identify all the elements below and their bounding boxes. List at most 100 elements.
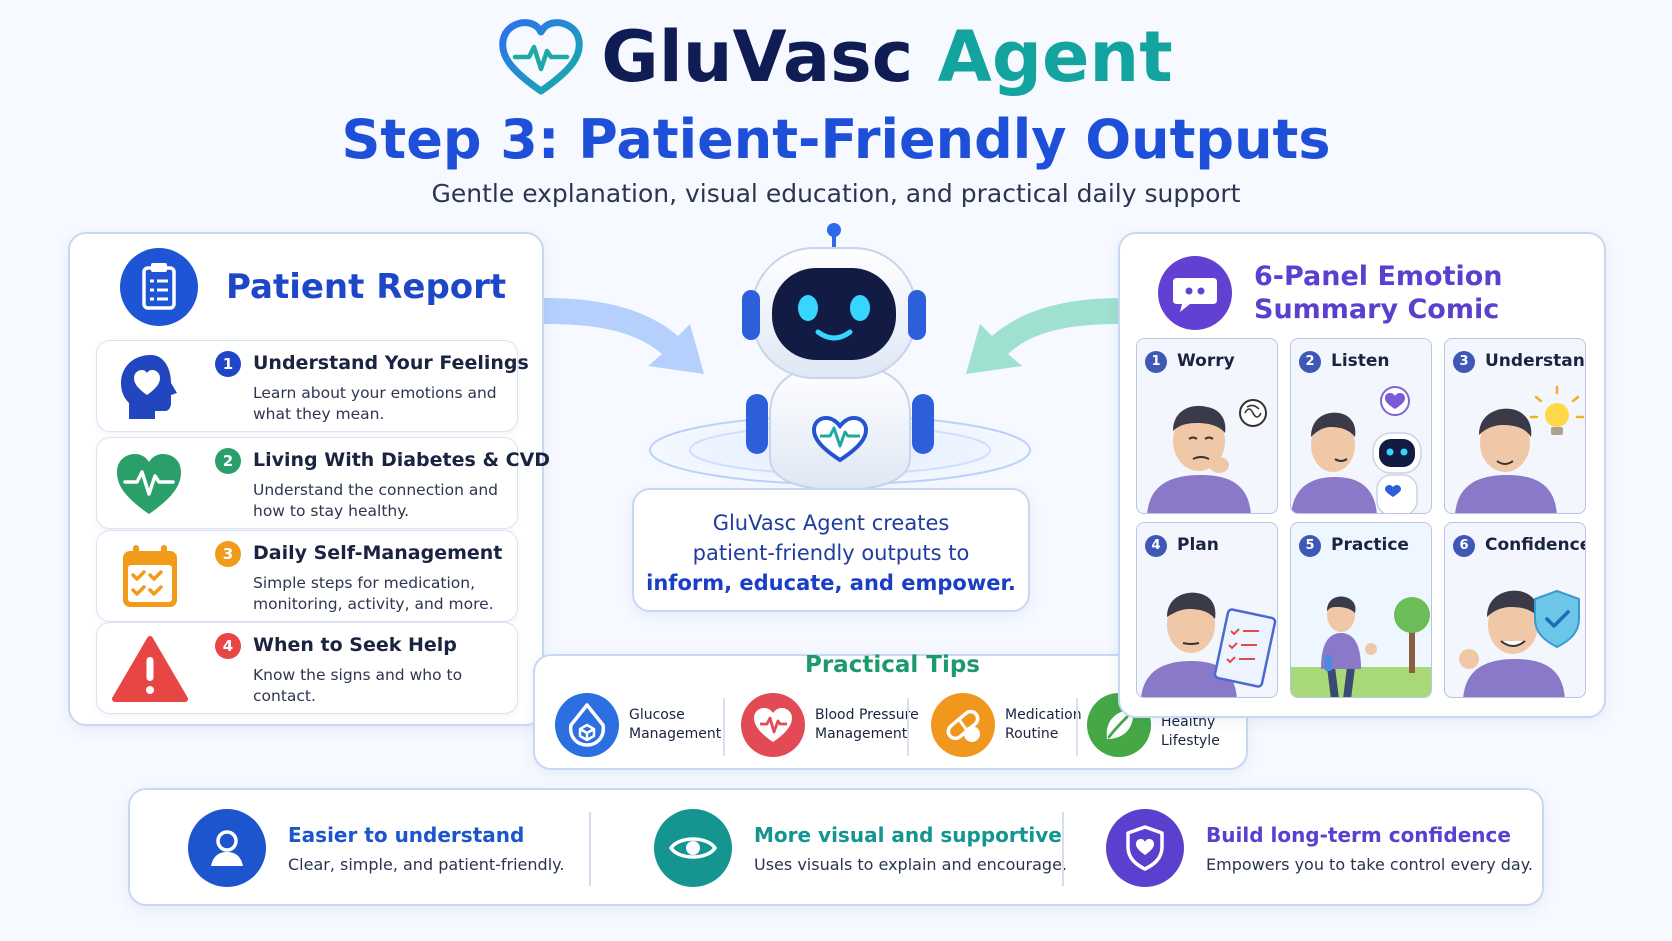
benefit-item[interactable]: Easier to understand Clear, simple, and …: [188, 808, 564, 888]
confident-man-icon: [1459, 589, 1580, 697]
robot-mascot-icon: [640, 223, 1040, 492]
person-icon: [188, 809, 266, 887]
understanding-man-icon: [1455, 385, 1585, 513]
benefit-description: Uses visuals to explain and encourage.: [754, 854, 1067, 874]
warning-icon: [112, 636, 188, 702]
tip-label: Healthy Lifestyle: [1161, 713, 1220, 751]
comic-panel[interactable]: 6 Confidence: [1444, 522, 1586, 698]
tip-label: Medication Routine: [1005, 706, 1082, 744]
comic-panel[interactable]: 1 Worry: [1136, 338, 1278, 514]
report-item[interactable]: 4 When to Seek Help Know the signs and w…: [96, 622, 518, 714]
panel-label: Understand: [1485, 351, 1586, 371]
benefit-title: More visual and supportive: [754, 822, 1062, 847]
tip-separator: [907, 698, 909, 756]
tip-label-line-2: Management: [629, 726, 722, 742]
item-title: Living With Diabetes & CVD: [253, 449, 551, 471]
benefit-item[interactable]: More visual and supportive Uses visuals …: [654, 808, 1067, 888]
tip-item[interactable]: Medication Routine: [931, 688, 1082, 762]
head-heart-icon: [121, 355, 177, 419]
tip-label-line-1: Glucose: [629, 707, 685, 723]
comic-panel[interactable]: 4 Plan: [1136, 522, 1278, 698]
emotion-comic-card: 6-Panel Emotion Summary Comic 1 Worry 2 …: [1118, 232, 1606, 718]
panel-number-badge: 2: [1299, 351, 1321, 373]
heartbeat-icon: [117, 454, 181, 514]
tip-label-line-2: Management: [815, 726, 908, 742]
item-title: Understand Your Feelings: [253, 352, 529, 374]
panel-number-badge: 3: [1453, 351, 1475, 373]
center-line-3: inform, educate, and empower.: [646, 571, 1016, 595]
planning-man-icon: [1141, 592, 1277, 697]
clipboard-icon: [120, 248, 198, 326]
patient-report-card: Patient Report 1 Understand Your Feeling…: [68, 232, 550, 726]
benefit-title: Build long-term confidence: [1206, 822, 1511, 847]
benefit-description: Empowers you to take control every day.: [1206, 854, 1533, 874]
panel-label: Listen: [1331, 351, 1390, 371]
leaf-icon: [1087, 693, 1151, 757]
center-line-2: patient-friendly outputs to: [692, 541, 970, 565]
listening-robot-icon: [1291, 386, 1422, 513]
benefit-separator: [589, 812, 591, 886]
header: GluVasc Agent Step 3: Patient-Friendly O…: [0, 12, 1672, 208]
item-description: Learn about your emotions and what they …: [253, 384, 497, 423]
heart-logo-icon: [499, 19, 584, 95]
tip-label: Glucose Management: [629, 706, 721, 744]
tips-title: Practical Tips: [804, 652, 980, 678]
tip-item[interactable]: Healthy Lifestyle: [1087, 688, 1220, 762]
tip-label: Blood Pressure Management: [815, 706, 919, 744]
tip-label-line-1: Healthy: [1161, 714, 1216, 730]
comic-header: 6-Panel Emotion Summary Comic: [1158, 256, 1503, 330]
panel-number-badge: 4: [1145, 535, 1167, 557]
tip-item[interactable]: Blood Pressure Management: [741, 688, 919, 762]
right-flow-arrow: [966, 298, 1122, 374]
comic-title-line-2: Summary Comic: [1254, 294, 1500, 325]
item-description: Know the signs and who to contact.: [253, 666, 463, 705]
brand-title: GluVasc Agent: [601, 16, 1172, 98]
worried-man-icon: [1147, 399, 1267, 513]
item-description: Simple steps for medication, monitoring,…: [253, 574, 494, 613]
benefit-item[interactable]: Build long-term confidence Empowers you …: [1106, 808, 1533, 888]
tip-separator: [1076, 698, 1078, 756]
subtitle: Gentle explanation, visual education, an…: [431, 179, 1241, 208]
panel-number-badge: 1: [1145, 351, 1167, 373]
item-number-badge: 4: [215, 633, 241, 659]
comic-panel[interactable]: 3 Understand: [1444, 338, 1586, 514]
panel-number-badge: 6: [1453, 535, 1475, 557]
tip-item[interactable]: Glucose Management: [555, 688, 721, 762]
report-item[interactable]: 1 Understand Your Feelings Learn about y…: [96, 340, 529, 432]
benefit-description: Clear, simple, and patient-friendly.: [288, 854, 565, 874]
benefit-title: Easier to understand: [288, 822, 525, 847]
item-number-badge: 3: [215, 541, 241, 567]
brand-part-1: GluVasc: [601, 16, 914, 98]
step-title: Step 3: Patient-Friendly Outputs: [341, 108, 1331, 171]
item-number-badge: 1: [215, 351, 241, 377]
brand-row: GluVasc Agent: [0, 12, 1672, 102]
benefit-separator: [1062, 812, 1064, 886]
practicing-man-icon: [1291, 596, 1431, 697]
item-number-badge: 2: [215, 448, 241, 474]
heart-pulse-icon: [741, 693, 805, 757]
panel-label: Plan: [1177, 535, 1219, 555]
center-description-box: GluVasc Agent creates patient-friendly o…: [632, 488, 1030, 612]
tip-label-line-1: Medication: [1005, 707, 1082, 723]
chat-bubble-icon: [1158, 256, 1232, 330]
eye-icon: [654, 809, 732, 887]
left-flow-arrow: [544, 298, 704, 374]
benefits-bar: Easier to understand Clear, simple, and …: [128, 788, 1544, 906]
tip-separator: [723, 698, 725, 756]
pill-icon: [931, 693, 995, 757]
tip-label-line-2: Lifestyle: [1161, 733, 1220, 749]
item-description: Understand the connection and how to sta…: [253, 481, 499, 520]
comic-panel[interactable]: 5 Practice: [1290, 522, 1432, 698]
panel-label: Confidence: [1485, 535, 1586, 555]
center-line-1: GluVasc Agent creates: [712, 511, 950, 535]
report-item[interactable]: 3 Daily Self-Management Simple steps for…: [96, 530, 518, 622]
comic-panel[interactable]: 2 Listen: [1290, 338, 1432, 514]
shield-heart-icon: [1106, 809, 1184, 887]
tip-label-line-1: Blood Pressure: [815, 707, 919, 723]
glucose-drop-icon: [555, 693, 619, 757]
item-title: Daily Self-Management: [253, 542, 503, 564]
report-item[interactable]: 2 Living With Diabetes & CVD Understand …: [96, 437, 550, 529]
comic-title: 6-Panel Emotion Summary Comic: [1254, 260, 1503, 326]
panel-number-badge: 5: [1299, 535, 1321, 557]
panel-label: Worry: [1177, 351, 1235, 371]
